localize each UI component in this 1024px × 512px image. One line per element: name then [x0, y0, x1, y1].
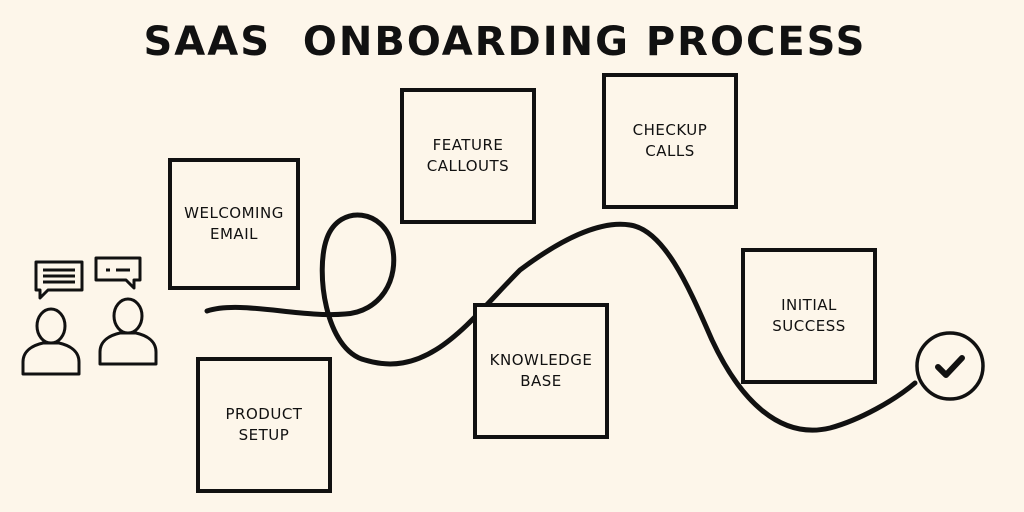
checkmark-circle-icon [915, 331, 985, 401]
step-product-setup: PRODUCT SETUP [196, 357, 332, 493]
step-label: KNOWLEDGE BASE [489, 351, 593, 390]
step-label: CHECKUP CALLS [632, 121, 708, 160]
step-label: INITIAL SUCCESS [772, 296, 846, 335]
step-label: WELCOMING EMAIL [184, 204, 284, 243]
diagram-title: SAAS ONBOARDING PROCESS [143, 19, 867, 65]
step-feature-callouts: FEATURE CALLOUTS [400, 88, 536, 224]
step-knowledge-base: KNOWLEDGE BASE [473, 303, 609, 439]
step-checkup-calls: CHECKUP CALLS [602, 73, 738, 209]
step-label: FEATURE CALLOUTS [426, 136, 510, 175]
step-label: PRODUCT SETUP [225, 405, 303, 444]
step-initial-success: INITIAL SUCCESS [741, 248, 877, 384]
two-users-chatting-icon [21, 256, 158, 376]
step-welcoming-email: WELCOMING EMAIL [168, 158, 300, 290]
